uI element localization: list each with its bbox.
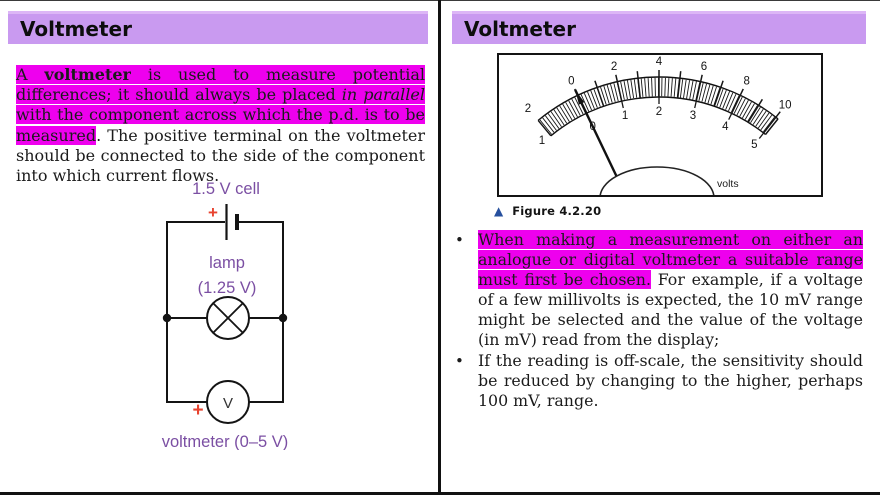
svg-text:0: 0 xyxy=(568,76,574,88)
lamp-label: lamp xyxy=(209,254,245,272)
voltmeter-letter: V xyxy=(223,395,233,412)
circuit-figure: V + + 1.5 V cell lamp (1.25 V) voltmeter… xyxy=(140,176,330,451)
svg-text:3: 3 xyxy=(690,110,696,122)
svg-text:6: 6 xyxy=(701,61,707,73)
bullet-dot: • xyxy=(455,351,464,370)
voltmeter-plus-sign: + xyxy=(192,400,203,421)
list-item: • If the reading is off-scale, the sensi… xyxy=(455,351,863,411)
column-divider xyxy=(438,0,441,495)
svg-text:2: 2 xyxy=(611,61,617,73)
page-title: Voltmeter xyxy=(20,17,132,41)
svg-text:volts: volts xyxy=(717,178,739,190)
list-item: • When making a measurement on either an… xyxy=(455,230,863,351)
meter-figure-box: 024681001234521volts xyxy=(497,53,823,241)
svg-text:1: 1 xyxy=(622,110,628,122)
lamp-value-label: (1.25 V) xyxy=(198,279,257,297)
svg-text:4: 4 xyxy=(656,56,663,68)
page-title-right: Voltmeter xyxy=(464,17,576,41)
bullet-text: When making a measurement on either an a… xyxy=(478,230,863,350)
bullet-list: • When making a measurement on either an… xyxy=(455,230,863,411)
circuit-wires xyxy=(166,221,284,403)
svg-text:1: 1 xyxy=(539,135,545,147)
figure-caption: ▲ Figure 4.2.20 xyxy=(494,204,601,218)
junction-dot-left xyxy=(162,313,172,323)
bullet-text: If the reading is off-scale, the sensiti… xyxy=(478,350,863,410)
cell-label: 1.5 V cell xyxy=(192,180,260,198)
intro-paragraph: A voltmeter is used to measure potential… xyxy=(16,65,426,186)
right-title-bar: Voltmeter xyxy=(452,11,866,44)
voltmeter-range-label: voltmeter (0–5 V) xyxy=(162,433,289,450)
voltmeter-symbol: V xyxy=(206,380,250,424)
left-title-bar: Voltmeter xyxy=(8,11,428,44)
bullet-dot: • xyxy=(455,231,464,249)
svg-text:4: 4 xyxy=(722,121,729,133)
circuit-diagram: V + + 1.5 V cell lamp (1.25 V) voltmeter… xyxy=(162,180,289,451)
svg-text:8: 8 xyxy=(743,76,749,88)
bottom-border xyxy=(0,492,880,495)
analogue-meter-scale: 024681001234521volts xyxy=(525,56,792,241)
svg-text:10: 10 xyxy=(779,99,792,111)
caption-text: Figure 4.2.20 xyxy=(512,204,602,218)
caption-triangle-icon: ▲ xyxy=(494,204,504,218)
svg-text:2: 2 xyxy=(525,103,531,115)
svg-text:5: 5 xyxy=(751,139,757,151)
svg-text:2: 2 xyxy=(656,106,662,118)
lamp-symbol xyxy=(206,296,250,340)
junction-dot-right xyxy=(278,313,288,323)
cell-plus-sign: + xyxy=(208,203,218,222)
